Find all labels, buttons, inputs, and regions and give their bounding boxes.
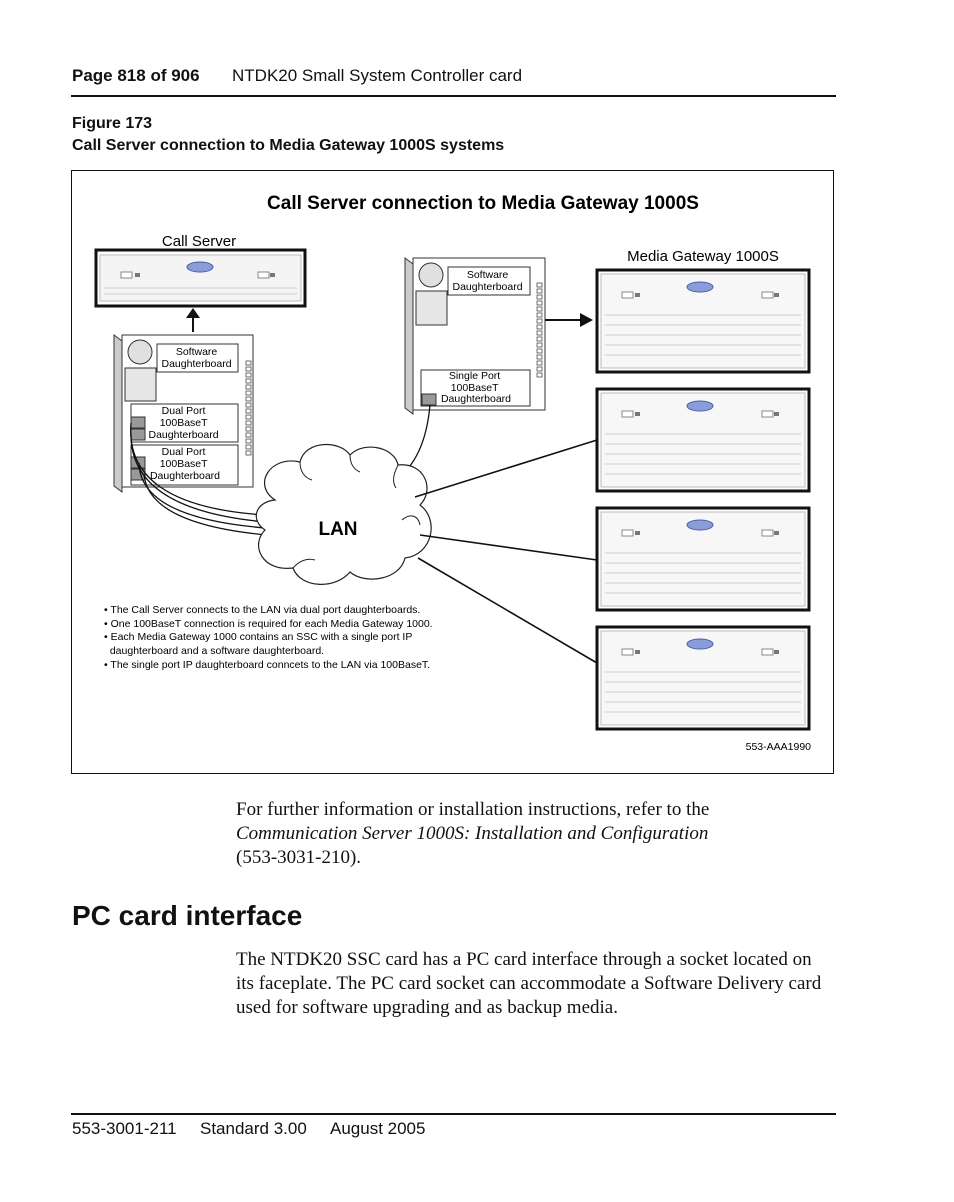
figure-id: 553-AAA1990 [746, 741, 812, 753]
header-rule [71, 95, 836, 97]
section-line-2: its faceplate. The PC card socket can ac… [236, 973, 822, 994]
footer-rule [71, 1113, 836, 1115]
section-paragraph: The NTDK20 SSC card has a PC card interf… [236, 948, 836, 1020]
call-server-chassis [94, 248, 307, 308]
cs-dual2-line1: Dual Port [162, 446, 206, 458]
cs-dual1-line1: Dual Port [162, 405, 206, 417]
reference-line-1: For further information or installation … [236, 799, 710, 820]
cs-dual2-line2: 100BaseT [160, 458, 208, 470]
figure-caption: Call Server connection to Media Gateway … [72, 137, 505, 154]
lan-gateway-links [414, 439, 598, 664]
cs-software-db-line2: Daughterboard [162, 358, 232, 370]
mg-single-port-line2: 100BaseT [451, 382, 499, 394]
media-gateway-chassis-2 [595, 387, 811, 493]
call-server-cables [130, 422, 268, 536]
figure-frame [71, 170, 834, 774]
lan-label: LAN [318, 519, 357, 540]
mg-software-db-line1: Software [467, 269, 509, 281]
figure-number: Figure 173 [72, 115, 153, 132]
note-3: • Each Media Gateway 1000 contains an SS… [104, 631, 412, 643]
note-5: • The single port IP daughterboard connc… [104, 659, 430, 671]
cs-dual2-line3: Daughterboard [150, 470, 220, 482]
media-gateway-ssc-card: Software Daughterboard Single Port 100Ba… [404, 257, 546, 415]
footer-doc-number: 553-3001-211 [72, 1119, 177, 1138]
note-2: • One 100BaseT connection is required fo… [104, 618, 433, 630]
media-gateway-chassis-1 [595, 268, 811, 374]
call-server-label: Call Server [162, 233, 236, 250]
note-1: • The Call Server connects to the LAN vi… [104, 604, 420, 616]
media-gateway-chassis-4 [595, 625, 811, 731]
network-diagram: Call Server connection to Media Gateway … [94, 193, 812, 753]
diagram-notes: • The Call Server connects to the LAN vi… [104, 604, 436, 671]
svg-text:Software Daughterboard: Software Daughterboard Dual Port 100Base… [149, 346, 235, 482]
page-number: Page 818 of 906 [72, 66, 200, 85]
section-heading: PC card interface [72, 900, 303, 931]
media-gateway-chassis-3 [595, 506, 811, 612]
mg-single-port-line1: Single Port [449, 370, 500, 382]
section-line-3: used for software upgrading and as backu… [236, 997, 618, 1018]
lan-cloud: LAN [255, 443, 432, 585]
diagram-title: Call Server connection to Media Gateway … [267, 193, 699, 214]
chapter-title: NTDK20 Small System Controller card [232, 66, 523, 85]
reference-paragraph: For further information or installation … [236, 798, 836, 870]
cs-dual1-line3: Daughterboard [149, 429, 219, 441]
cs-software-db-line1: Software [176, 346, 218, 358]
cs-dual1-line2: 100BaseT [160, 417, 208, 429]
reference-title: Communication Server 1000S: Installation… [236, 823, 709, 844]
note-4: daughterboard and a software daughterboa… [104, 645, 324, 657]
section-line-1: The NTDK20 SSC card has a PC card interf… [236, 949, 812, 970]
mg-software-db-line2: Daughterboard [453, 281, 523, 293]
media-gateway-label: Media Gateway 1000S [627, 248, 779, 265]
mg-single-port-line3: Daughterboard [441, 393, 511, 405]
svg-text:Software Daughterboard: Software Daughterboard Single Port 100Ba… [441, 269, 526, 405]
footer-standard: Standard 3.00 [200, 1119, 307, 1138]
footer-date: August 2005 [330, 1119, 426, 1138]
reference-doc-number: (553-3031-210). [236, 847, 362, 868]
call-server-ssc-card: Software Daughterboard Dual Port 100Base… [113, 334, 254, 493]
